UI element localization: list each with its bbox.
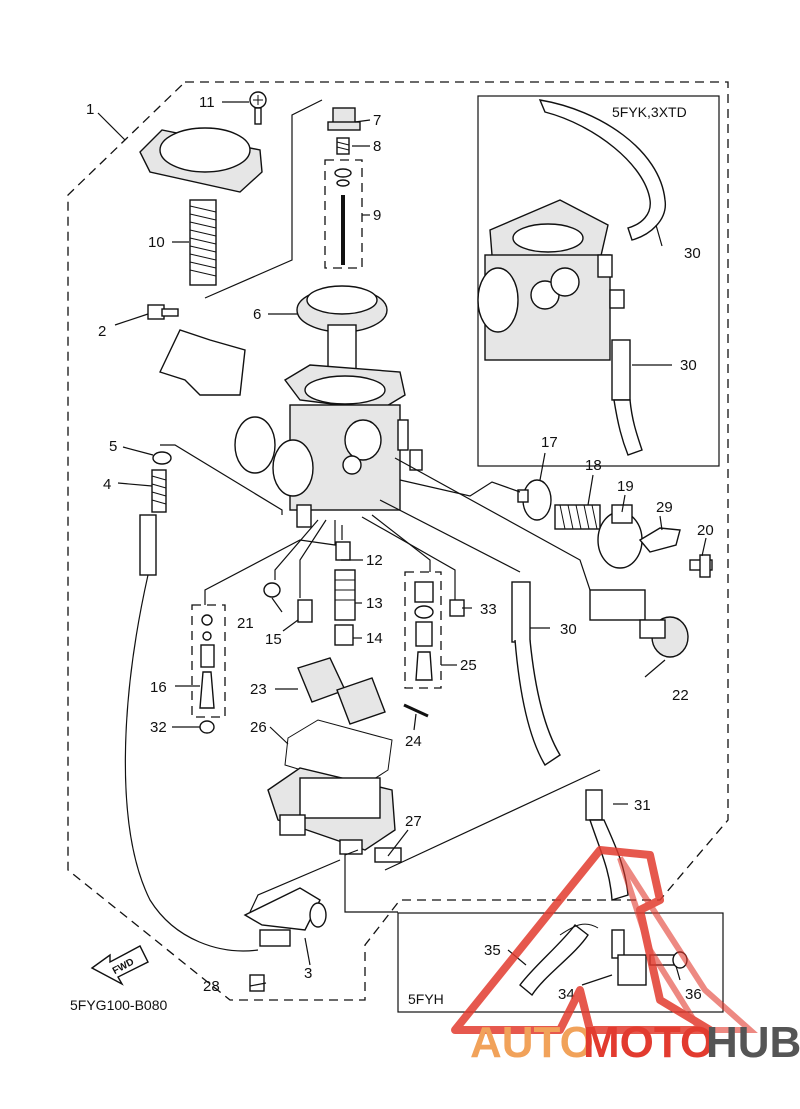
callout-32: 32 [150,719,167,736]
watermark-auto: AUTO [470,1018,594,1067]
callout-5: 5 [109,438,117,455]
inset-5fyk-box [477,95,720,467]
inset-carburetor-body [477,199,625,361]
inset-part-30-hose-lower [611,339,643,456]
callout-10: 10 [148,234,165,251]
callout-4: 4 [103,476,111,493]
part-28-screw [249,974,265,992]
pilot-screw-group-box [191,604,226,718]
callout-30-inset-upper: 30 [684,245,701,262]
callout-15: 15 [265,631,282,648]
part-7-needle-holder [327,107,361,131]
callout-29: 29 [656,499,673,516]
callout-18: 18 [585,457,602,474]
part-16-pilot-screw-set [199,614,215,709]
part-8-spring [336,137,350,155]
part-5-nut [152,451,172,465]
part-15-pilot-jet [297,599,313,623]
callout-24: 24 [405,733,422,750]
callout-27: 27 [405,813,422,830]
part-1-carburetor-body [234,364,423,528]
part-11-screw [249,91,267,125]
part-23-float [297,657,386,725]
part-3-throttle-stop-screw [243,887,327,947]
needle-valve-group-box [404,571,442,689]
diagram-code: 5FYG100-B080 [70,997,167,1013]
callout-13: 13 [366,595,383,612]
watermark-moto: MOTO [583,1018,714,1067]
float-bowl [267,767,396,855]
callout-36: 36 [685,986,702,1003]
callout-30-main: 30 [560,621,577,638]
part-4-throttle-cable [124,469,259,952]
inset-5fyh-box [397,912,724,1013]
part-24-float-pin [403,703,429,718]
callout-22: 22 [672,687,689,704]
callout-19: 19 [617,478,634,495]
callout-11: 11 [199,94,215,111]
watermark-logo [451,846,758,1034]
callout-7: 7 [373,112,381,129]
callout-34: 34 [558,986,575,1003]
part-26-gasket [284,719,393,789]
part-6-diaphragm-piston [296,285,388,371]
callout-labels: 1 2 3 4 5 6 7 8 9 10 11 12 13 14 15 16 1… [86,94,714,1003]
part-29-bracket [638,527,681,553]
callout-26: 26 [250,719,267,736]
callout-30-inset-lower: 30 [680,357,697,374]
part-14-jet-holder [334,624,354,646]
callout-8: 8 [373,138,381,155]
part-32-plug [199,720,215,734]
part-12-main-jet [335,541,351,561]
part-18-spring [554,504,601,530]
callout-14: 14 [366,630,383,647]
carb-top-cover [139,127,263,193]
callout-16: 16 [150,679,167,696]
fwd-arrow-icon: FWD [90,945,149,986]
callout-12: 12 [366,552,383,569]
callout-35: 35 [484,942,501,959]
callout-21: 21 [237,615,254,632]
part-30-hose [511,581,561,766]
part-25-needle-valve-set [414,581,434,681]
inset-bottom-label: 5FYH [408,991,444,1007]
callout-17: 17 [541,434,558,451]
callout-31: 31 [634,797,651,814]
callout-28: 28 [203,978,220,995]
callout-6: 6 [253,306,261,323]
callout-3: 3 [304,965,312,982]
part-2-screw [147,304,179,320]
part-10-spring [189,199,217,286]
leader-lines [97,99,707,987]
assembly-boundary [67,81,729,1001]
callout-1: 1 [86,101,94,118]
callout-9: 9 [373,207,381,224]
part-35-hose [519,923,599,997]
part-27-drain-screw [374,847,402,863]
part-9-jet-needle [334,168,352,265]
callout-33: 33 [480,601,497,618]
part-13-needle-jet [334,569,356,621]
part-17-diaphragm [517,479,552,521]
part-21-plug [263,582,281,598]
callout-25: 25 [460,657,477,674]
part-22-starter-plunger [589,589,689,658]
part-19-cover [597,504,643,569]
watermark-text: AUTO MOTO HUB [470,1018,800,1067]
callout-20: 20 [697,522,714,539]
part-20-screw [689,554,713,578]
inset-top-label: 5FYK,3XTD [612,104,687,120]
watermark-hub: HUB [706,1018,800,1067]
part-34-fitting [611,929,647,986]
throttle-bracket [159,329,246,396]
callout-2: 2 [98,323,106,340]
inset-part-30-hose-upper [538,99,666,241]
needle-group-box [324,159,363,269]
part-33-screw [449,599,465,617]
part-31-hose [585,789,629,901]
callout-23: 23 [250,681,267,698]
